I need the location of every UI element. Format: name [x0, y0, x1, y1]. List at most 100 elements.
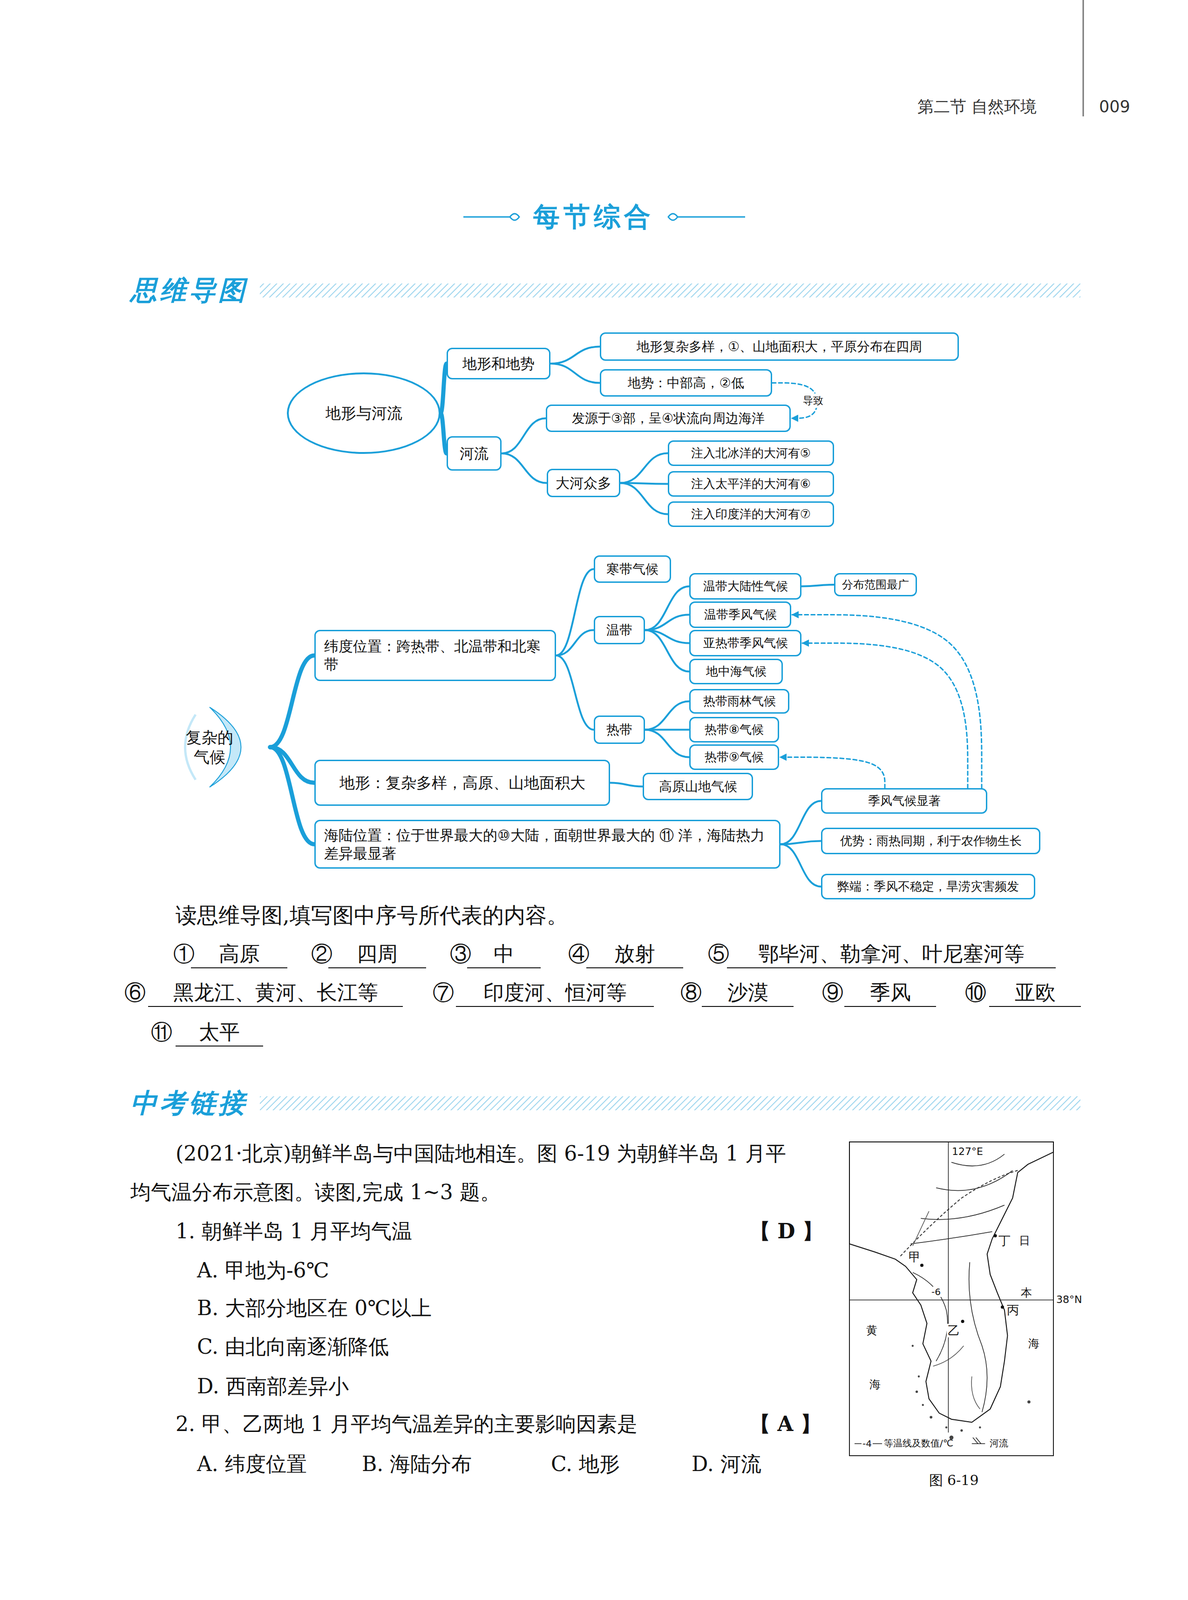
question-text: C. 地形	[550, 1451, 620, 1478]
map-label: 127°E	[951, 1145, 984, 1159]
crescent-shape	[176, 705, 271, 790]
node-text: 纬度位置：跨热带、北温带和北寒带	[324, 637, 547, 674]
islands	[911, 1345, 1031, 1441]
instruction: 读思维导图,填写图中序号所代表的内容。	[175, 902, 569, 930]
map-label: -4	[861, 1439, 873, 1450]
branch-line	[556, 569, 594, 657]
header-rule	[1082, 0, 1085, 117]
rivers	[912, 1211, 981, 1410]
mindmap-box: 高原山地气候	[642, 773, 754, 801]
mindmap-box: 海陆位置：位于世界最大的⑩大陆，面朝世界最大的 ⑪ 洋，海陆热力差异最显著	[314, 820, 781, 869]
blank-number: ②	[311, 941, 333, 969]
branch-line	[644, 586, 690, 631]
branch-line	[550, 363, 600, 384]
node-text: 热带⑨气候	[704, 749, 764, 766]
branch-line	[610, 783, 643, 788]
mindmap-box: 地势：中部高，②低	[599, 369, 773, 397]
mindmap-box: 弊端：季风不稳定，旱涝灾害频发	[821, 874, 1036, 900]
map-label: 海	[868, 1378, 882, 1392]
branch-line	[644, 630, 690, 673]
node-text: 弊端：季风不稳定，旱涝灾害频发	[837, 879, 1019, 895]
blank-number: ⑤	[707, 941, 730, 969]
map-label: 甲	[907, 1250, 922, 1265]
map-label: 丁	[997, 1234, 1012, 1249]
node-text: 复杂的 气候	[176, 727, 243, 768]
question-text: A. 甲地为-6℃	[196, 1257, 330, 1284]
fill-in-answer: 鄂毕河、勒拿河、叶尼塞河等	[726, 940, 1056, 969]
parallel	[849, 1300, 1054, 1302]
node-text: 热带	[606, 721, 633, 739]
node-text: 地形和地势	[462, 354, 535, 374]
question-text: C. 由北向南逐渐降低	[196, 1334, 389, 1360]
blank-number: ⑨	[821, 979, 844, 1007]
node-text: 地形复杂多样，①、山地面积大，平原分布在四周	[636, 338, 923, 355]
mindmap-box: 优势：雨热同期，利于农作物生长	[821, 828, 1041, 855]
node-text: 地中海气候	[706, 664, 767, 680]
blank-number: ①	[173, 941, 195, 969]
node-text: 优势：雨热同期，利于农作物生长	[840, 833, 1022, 849]
fill-in-answer: 放射	[586, 940, 684, 969]
branch-line	[501, 418, 546, 455]
mindmap-box: 发源于③部，呈④状流向周边海洋	[545, 404, 791, 433]
node-text: 温带	[606, 622, 633, 639]
branch-line	[801, 584, 835, 587]
node-text: 温带季风气候	[704, 607, 777, 623]
mindmap-box: 纬度位置：跨热带、北温带和北寒带	[314, 630, 557, 682]
edge-label: 导致	[801, 393, 825, 409]
mindmap-box: 分布范围最广	[834, 573, 917, 597]
mindmap-box: 注入印度洋的大河有⑦	[667, 501, 835, 528]
map-label: 本	[1019, 1287, 1033, 1300]
blank-number: ⑩	[964, 979, 987, 1007]
crescent-fill	[209, 707, 242, 788]
mindmap-box: 河流	[446, 436, 502, 471]
mindmap-box: 热带⑨气候	[689, 744, 780, 771]
map	[849, 1142, 1054, 1445]
fill-in-answer: 中	[467, 940, 541, 969]
node-text: 热带⑧气候	[704, 722, 764, 738]
node-text: 热带雨林气候	[703, 693, 776, 710]
branch-line	[440, 413, 447, 455]
heading-bar	[259, 283, 1081, 298]
node-text: 注入北冰洋的大河有⑤	[691, 445, 811, 462]
branch-line	[556, 655, 594, 731]
fill-in-answer: 四周	[328, 940, 427, 969]
blank-number: ⑥	[124, 979, 146, 1007]
legend-text: 河流	[989, 1438, 1009, 1450]
page-number: 009	[1099, 96, 1131, 118]
branch-line	[501, 453, 547, 484]
mindmap-box: 注入太平洋的大河有⑥	[667, 471, 835, 497]
land-outline	[849, 1142, 1054, 1423]
node-text: 发源于③部，呈④状流向周边海洋	[571, 410, 765, 427]
branch-line	[550, 346, 600, 365]
mindmap-box: 地形和地势	[446, 347, 551, 380]
node-text: 亚热带季风气候	[703, 635, 788, 652]
question-text: D. 西南部差异小	[196, 1373, 349, 1400]
crescent-arc	[185, 714, 197, 781]
fill-in-answer: 黑龙江、黄河、长江等	[148, 979, 403, 1008]
blank-number: ⑦	[432, 979, 455, 1007]
mindmap-box: 季风气候显著	[821, 788, 988, 815]
mindmap-box: 热带雨林气候	[689, 689, 790, 714]
answer-bracket: 【 D 】	[749, 1218, 823, 1245]
branch-line	[270, 747, 315, 845]
fill-in-answer: 季风	[844, 979, 937, 1008]
node-text: 注入太平洋的大河有⑥	[691, 476, 811, 492]
map-label: 乙	[946, 1324, 961, 1338]
branch-line	[644, 701, 690, 731]
section-heading: 中考链接	[130, 1086, 248, 1121]
causal-arrow	[802, 643, 968, 789]
node-text: 地势：中部高，②低	[627, 374, 744, 392]
heading-bar	[259, 1096, 1081, 1111]
mindmap-box: 地形：复杂多样，高原、山地面积大	[314, 760, 611, 807]
map-label: 日	[1018, 1235, 1032, 1248]
node-text: 海陆位置：位于世界最大的⑩大陆，面朝世界最大的 ⑪ 洋，海陆热力差异最显著	[324, 826, 771, 863]
branch-line	[270, 655, 315, 748]
question-text: D. 河流	[691, 1451, 762, 1478]
mindmap-box: 温带季风气候	[689, 601, 792, 629]
mindmap-box: 热带⑧气候	[689, 717, 780, 743]
mindmap-box: 温带	[593, 616, 645, 645]
blank-number: ⑧	[680, 979, 702, 1007]
node-text: 寒带气候	[606, 561, 659, 578]
node-text: 高原山地气候	[658, 778, 738, 795]
map-label: 海	[1027, 1337, 1041, 1351]
